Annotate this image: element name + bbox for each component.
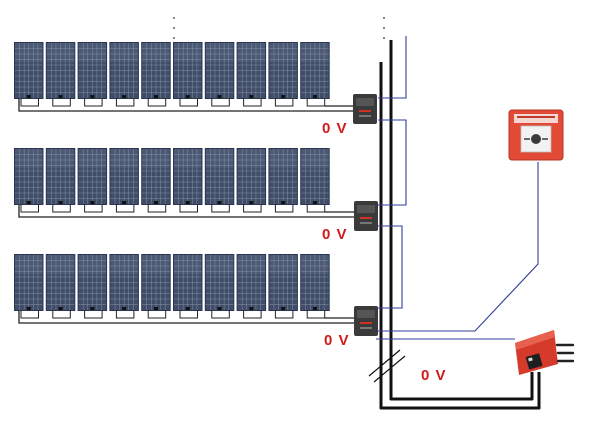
solar-panel-icon <box>109 42 139 99</box>
signal-wire-1-2 <box>378 119 407 206</box>
solar-panel-icon <box>300 42 330 99</box>
solar-panel-icon <box>300 254 330 311</box>
voltage-labels: 0 V 0 V 0 V 0 V <box>322 120 447 384</box>
solar-panel-icon <box>236 254 267 311</box>
solar-panel-icon <box>204 42 235 99</box>
solar-panel-icon <box>236 148 267 205</box>
solar-panel-icon <box>14 148 44 205</box>
solar-panel-icon <box>173 42 203 99</box>
signal-wiring <box>376 36 539 340</box>
signal-wire-top <box>378 36 407 99</box>
solar-panel-icon <box>173 148 203 205</box>
series-wiring <box>18 98 355 112</box>
solar-panel-icon <box>14 42 44 99</box>
solar-panel-icon <box>268 254 298 311</box>
shutdown-switch-icon[interactable] <box>353 94 377 124</box>
solar-panel-icon <box>77 42 108 99</box>
panel-row <box>14 148 356 218</box>
solar-panel-icon <box>204 254 235 311</box>
dc-cable-positive <box>379 62 541 410</box>
solar-panel-icon <box>236 42 267 99</box>
solar-panel-icon <box>109 148 139 205</box>
solar-panel-icon <box>141 254 171 311</box>
solar-panel-icon <box>268 42 298 99</box>
solar-panel-icon <box>45 148 76 205</box>
shutdown-switch-icon[interactable] <box>354 201 378 231</box>
signal-wire-2-3 <box>378 225 403 309</box>
solar-panel-icon <box>14 254 44 311</box>
solar-panel-icon <box>300 148 330 205</box>
shutdown-boxes <box>353 94 378 336</box>
solar-panel-icon <box>77 254 108 311</box>
inverter-voltage-label: 0 V <box>421 367 447 384</box>
shutdown-switch-icon[interactable] <box>354 306 378 336</box>
solar-panel-icon <box>77 148 108 205</box>
main-dc-cables <box>379 40 541 410</box>
solar-panel-icon <box>173 254 203 311</box>
continuation-dots <box>173 17 385 39</box>
series-wiring <box>18 310 356 324</box>
panel-row <box>14 254 356 324</box>
dc-cable-negative <box>389 40 534 401</box>
pv-array <box>14 42 356 324</box>
solar-panel-icon <box>141 148 171 205</box>
panel-row <box>14 42 355 112</box>
solar-panel-icon <box>268 148 298 205</box>
row-voltage-label: 0 V <box>324 332 350 349</box>
solar-panel-icon <box>141 42 171 99</box>
fire-alarm-call-point-icon[interactable] <box>508 109 564 161</box>
solar-panel-icon <box>109 254 139 311</box>
inverter-icon[interactable] <box>515 330 575 375</box>
row-voltage-label: 0 V <box>322 226 348 243</box>
solar-panel-icon <box>45 254 76 311</box>
solar-panel-icon <box>45 42 76 99</box>
signal-wire-to-call-point <box>376 162 539 332</box>
row-voltage-label: 0 V <box>322 120 348 137</box>
cable-break-icon <box>368 349 406 383</box>
solar-panel-icon <box>204 148 235 205</box>
series-wiring <box>18 204 356 218</box>
